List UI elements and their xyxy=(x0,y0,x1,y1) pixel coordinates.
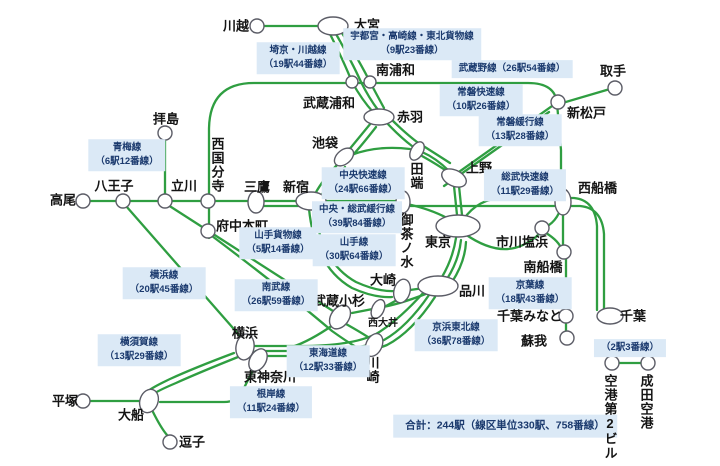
rail-line xyxy=(307,207,394,299)
station-marker xyxy=(607,80,623,96)
station-marker xyxy=(534,220,550,236)
station-marker xyxy=(596,307,624,325)
station-marker xyxy=(75,393,91,409)
rail-line xyxy=(445,238,463,281)
station-marker xyxy=(328,304,352,330)
rail-line xyxy=(344,322,373,341)
rail-line xyxy=(210,234,358,349)
rail-line xyxy=(150,355,240,397)
station-marker xyxy=(333,147,355,167)
station-marker xyxy=(556,244,572,260)
station-marker xyxy=(317,16,349,36)
rail-line xyxy=(207,81,563,240)
station-marker xyxy=(157,193,173,209)
station-marker xyxy=(417,275,459,297)
rail-line xyxy=(461,196,599,312)
rail-line xyxy=(440,236,458,279)
station-marker xyxy=(162,434,178,450)
rail-line xyxy=(256,204,606,312)
station-marker xyxy=(392,278,412,304)
station-marker xyxy=(235,333,255,361)
station-marker xyxy=(115,193,131,209)
station-marker xyxy=(247,190,265,214)
station-marker xyxy=(345,75,359,89)
rail-line xyxy=(457,184,464,217)
station-marker xyxy=(435,214,481,238)
station-marker xyxy=(409,141,425,161)
rail-line xyxy=(452,184,459,217)
station-marker xyxy=(157,125,173,141)
station-marker xyxy=(370,298,386,320)
station-marker xyxy=(554,188,572,216)
rail-line xyxy=(166,203,335,313)
station-marker xyxy=(200,223,216,239)
station-marker xyxy=(604,355,620,371)
station-marker xyxy=(395,190,411,214)
rail-line xyxy=(151,410,169,437)
station-marker xyxy=(249,18,265,34)
station-marker xyxy=(363,75,377,89)
station-marker xyxy=(200,193,216,209)
station-marker xyxy=(75,193,91,209)
rail-line xyxy=(290,323,335,349)
rail-line xyxy=(450,240,468,284)
rail-line xyxy=(313,206,397,293)
station-marker xyxy=(550,94,566,110)
station-marker xyxy=(441,168,467,188)
station-marker xyxy=(640,355,656,371)
rail-line xyxy=(334,32,380,112)
station-marker xyxy=(559,330,575,346)
rail-line xyxy=(547,211,561,227)
rail-line xyxy=(124,204,256,354)
rail-line xyxy=(463,230,542,251)
rail-line xyxy=(349,146,412,157)
station-marker xyxy=(295,191,327,211)
station-marker xyxy=(248,348,268,372)
station-marker xyxy=(138,388,160,414)
station-marker xyxy=(558,308,574,324)
station-marker xyxy=(363,108,395,126)
rail-line xyxy=(384,120,414,148)
rail-line xyxy=(145,351,236,394)
